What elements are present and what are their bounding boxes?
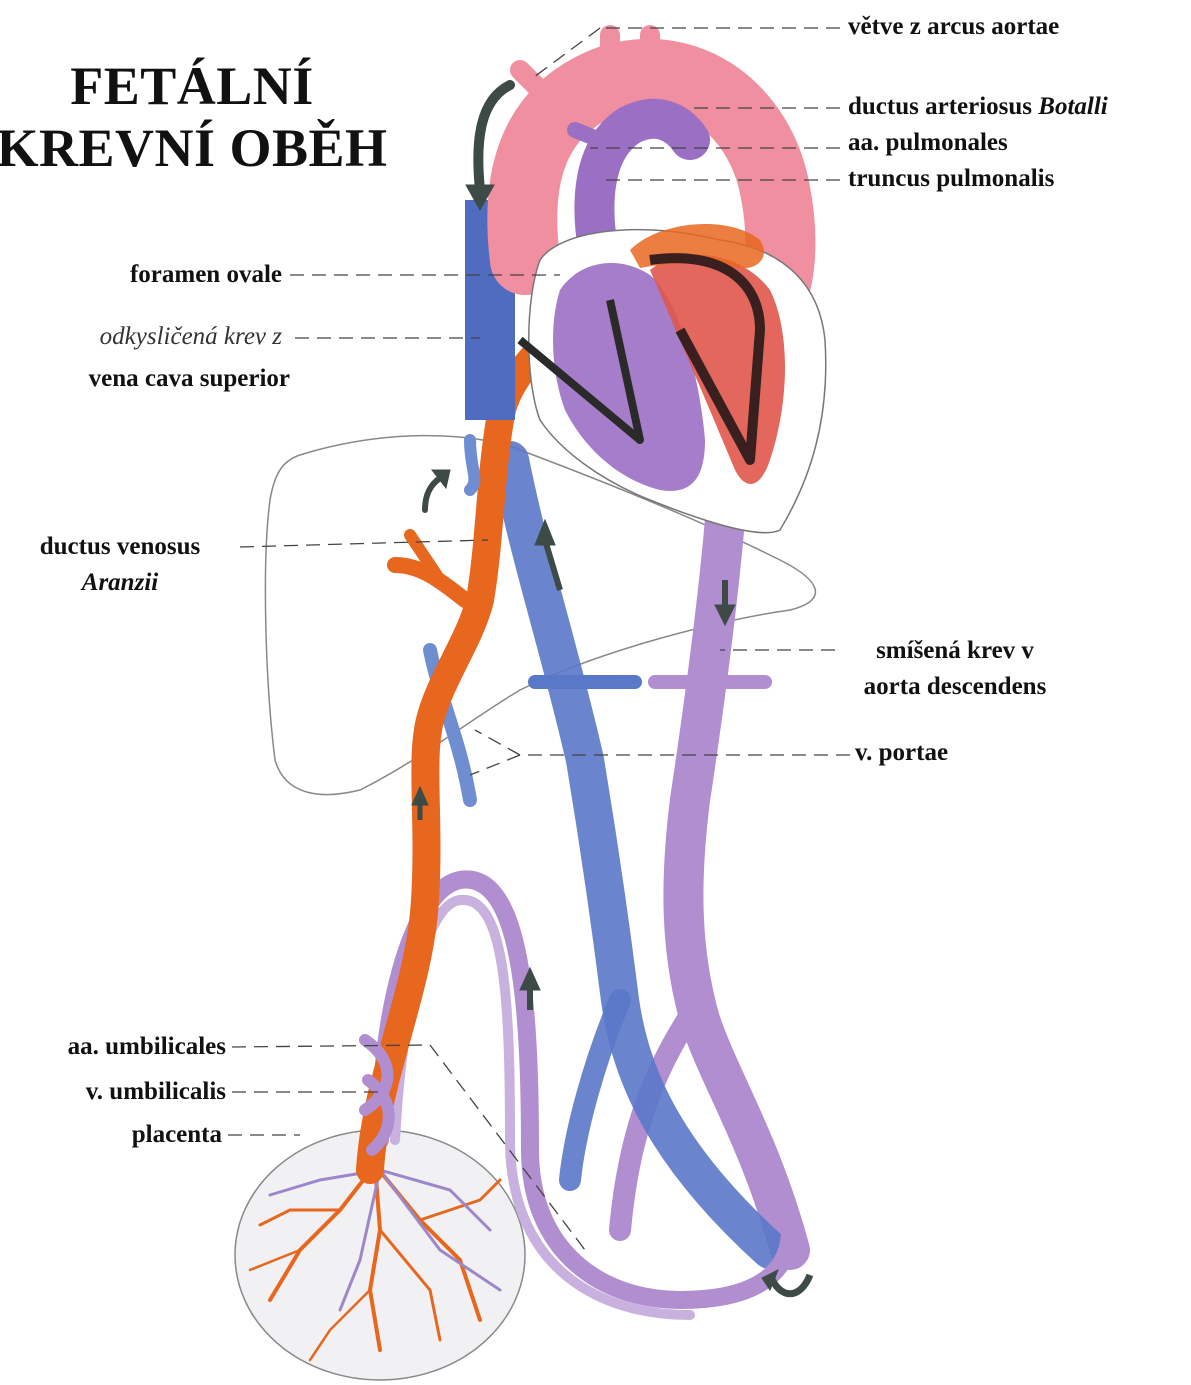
aorta-descendens: [683, 520, 790, 1250]
title-line-2: KREVNÍ OBĚH: [0, 117, 392, 179]
label-odkyslicena-krev: odkysličená krev z: [0, 322, 282, 352]
label-truncus-pulmonalis: truncus pulmonalis: [848, 164, 1054, 194]
label-smisena-krev: smíšená krev v: [830, 636, 1080, 666]
label-v-portae: v. portae: [855, 738, 948, 768]
label-vena-cava-superior: vena cava superior: [0, 364, 290, 394]
label-aa-umbilicales: aa. umbilicales: [0, 1032, 226, 1062]
label-botalli: Botalli: [1038, 93, 1107, 120]
label-aranzii: Aranzii: [5, 568, 235, 598]
label-v-umbilicalis: v. umbilicalis: [0, 1077, 226, 1107]
label-vetve-arcus-aortae: větve z arcus aortae: [848, 12, 1059, 42]
label-aranzii-text: Aranzii: [82, 569, 158, 596]
label-ductus-arteriosus-text: ductus arteriosus: [848, 93, 1032, 120]
label-placenta: placenta: [0, 1120, 222, 1150]
label-aa-pulmonales: aa. pulmonales: [848, 128, 1008, 158]
label-ductus-arteriosus: ductus arteriosus Botalli: [848, 92, 1108, 122]
label-foramen-ovale: foramen ovale: [0, 260, 282, 290]
diagram-title: FETÁLNÍ KREVNÍ OBĚH: [0, 55, 392, 179]
label-ductus-venosus: ductus venosus: [5, 532, 235, 562]
title-line-1: FETÁLNÍ: [0, 55, 392, 117]
label-aorta-descendens: aorta descendens: [830, 672, 1080, 702]
